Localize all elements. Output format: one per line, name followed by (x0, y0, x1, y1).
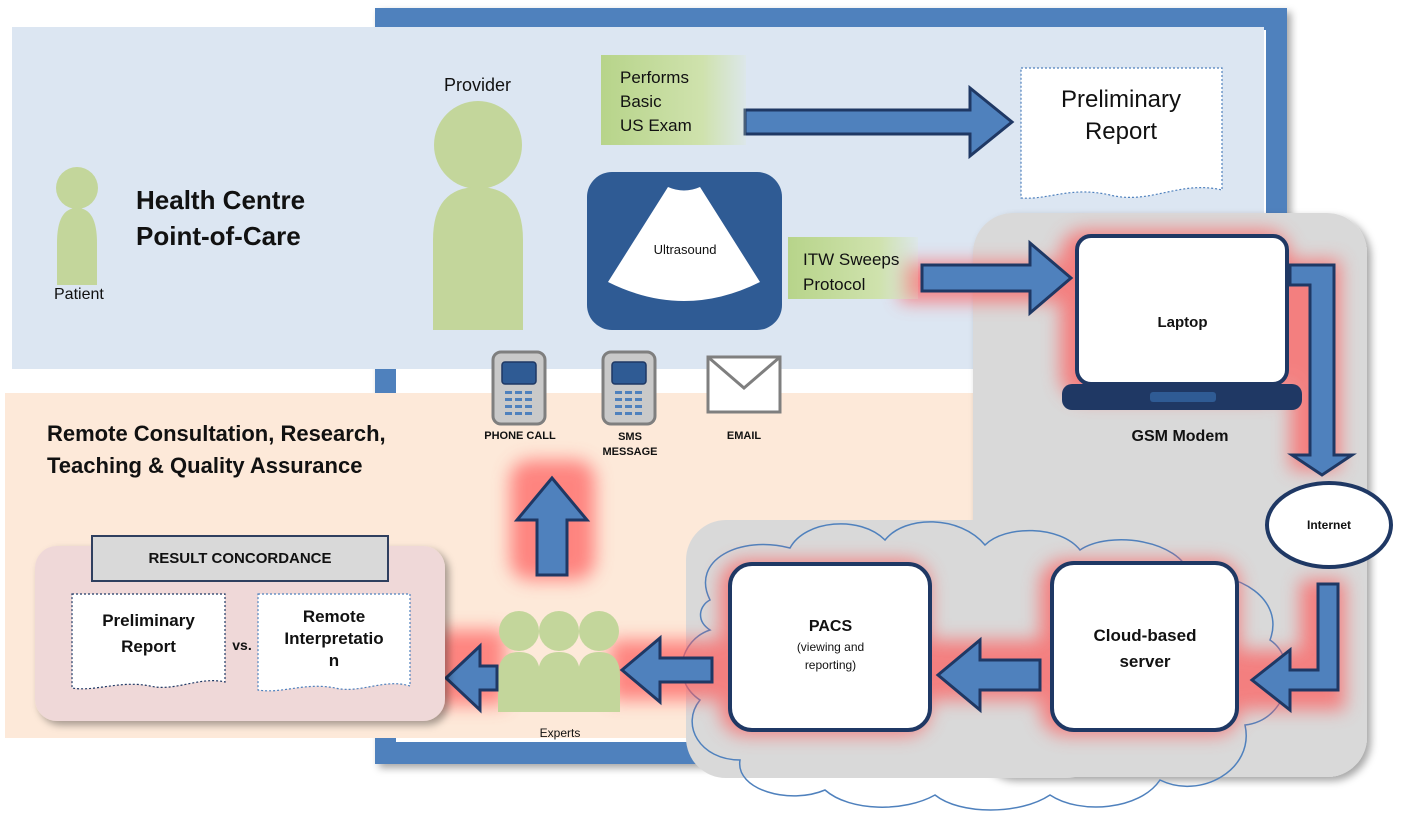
concordance-prelim-label: Preliminary Report (102, 611, 195, 656)
gsm-modem-label: GSM Modem (1131, 428, 1229, 445)
health-centre-title: Health Centre Point-of-Care (136, 185, 306, 251)
concordance-prelim-doc (71, 593, 226, 690)
ultrasound-fan (608, 187, 760, 301)
pacs-box (728, 562, 932, 732)
internet-label: Internet (1306, 518, 1351, 532)
sweeps-box (788, 237, 918, 299)
patient-head (56, 167, 98, 209)
exam-box (601, 55, 746, 145)
sweeps-label: ITW Sweeps Protocol (803, 250, 900, 294)
preliminary-report-label: Preliminary Report (1060, 86, 1182, 145)
sms-phone-icon (601, 350, 657, 426)
cloud-outline (681, 521, 1288, 811)
remote-title: Remote Consultation, Research, Teaching … (47, 421, 386, 478)
vs-label: vs. (232, 637, 252, 653)
patient-label: Patient (54, 286, 104, 303)
arrow-experts-to-comm (513, 475, 591, 577)
email-label: EMAIL (726, 430, 762, 442)
experts-figures (498, 611, 620, 712)
phone-call-label: PHONE CALL (484, 430, 556, 442)
preliminary-report-doc (1020, 67, 1223, 199)
exam-label: Performs Basic US Exam (620, 68, 692, 135)
pacs-label: PACS (viewing and reporting) (796, 618, 865, 672)
cloud-server-box (1050, 561, 1239, 732)
arrow-experts-to-concordance (443, 642, 499, 714)
experts-label: Experts (539, 726, 581, 740)
email-icon (706, 355, 782, 414)
arrow-exam-to-report (743, 84, 1015, 160)
concordance-title-box (91, 535, 389, 582)
ultrasound-label: Ultrasound (653, 242, 717, 257)
concordance-remote-label: Remote Interpretatio n (284, 607, 384, 670)
provider-head (434, 101, 522, 189)
arrow-laptop-to-internet (1287, 263, 1357, 477)
internet-node (1265, 481, 1393, 569)
provider-label: Provider (444, 75, 512, 95)
arrow-internet-to-server (1249, 582, 1340, 714)
phone-icon (491, 350, 547, 426)
cloud-server-label: Cloud-based server (1093, 626, 1197, 671)
arrow-sweeps-to-laptop (920, 239, 1074, 317)
concordance-title: RESULT CONCORDANCE (148, 550, 332, 567)
laptop-label: Laptop (1157, 314, 1208, 331)
arrow-pacs-to-experts (619, 634, 714, 706)
sms-label: SMS MESSAGE (602, 431, 658, 458)
provider-body (433, 187, 523, 330)
patient-body (57, 208, 97, 285)
concordance-remote-doc (257, 593, 411, 692)
laptop-screen (1075, 234, 1289, 386)
arrow-server-to-pacs (935, 636, 1042, 714)
